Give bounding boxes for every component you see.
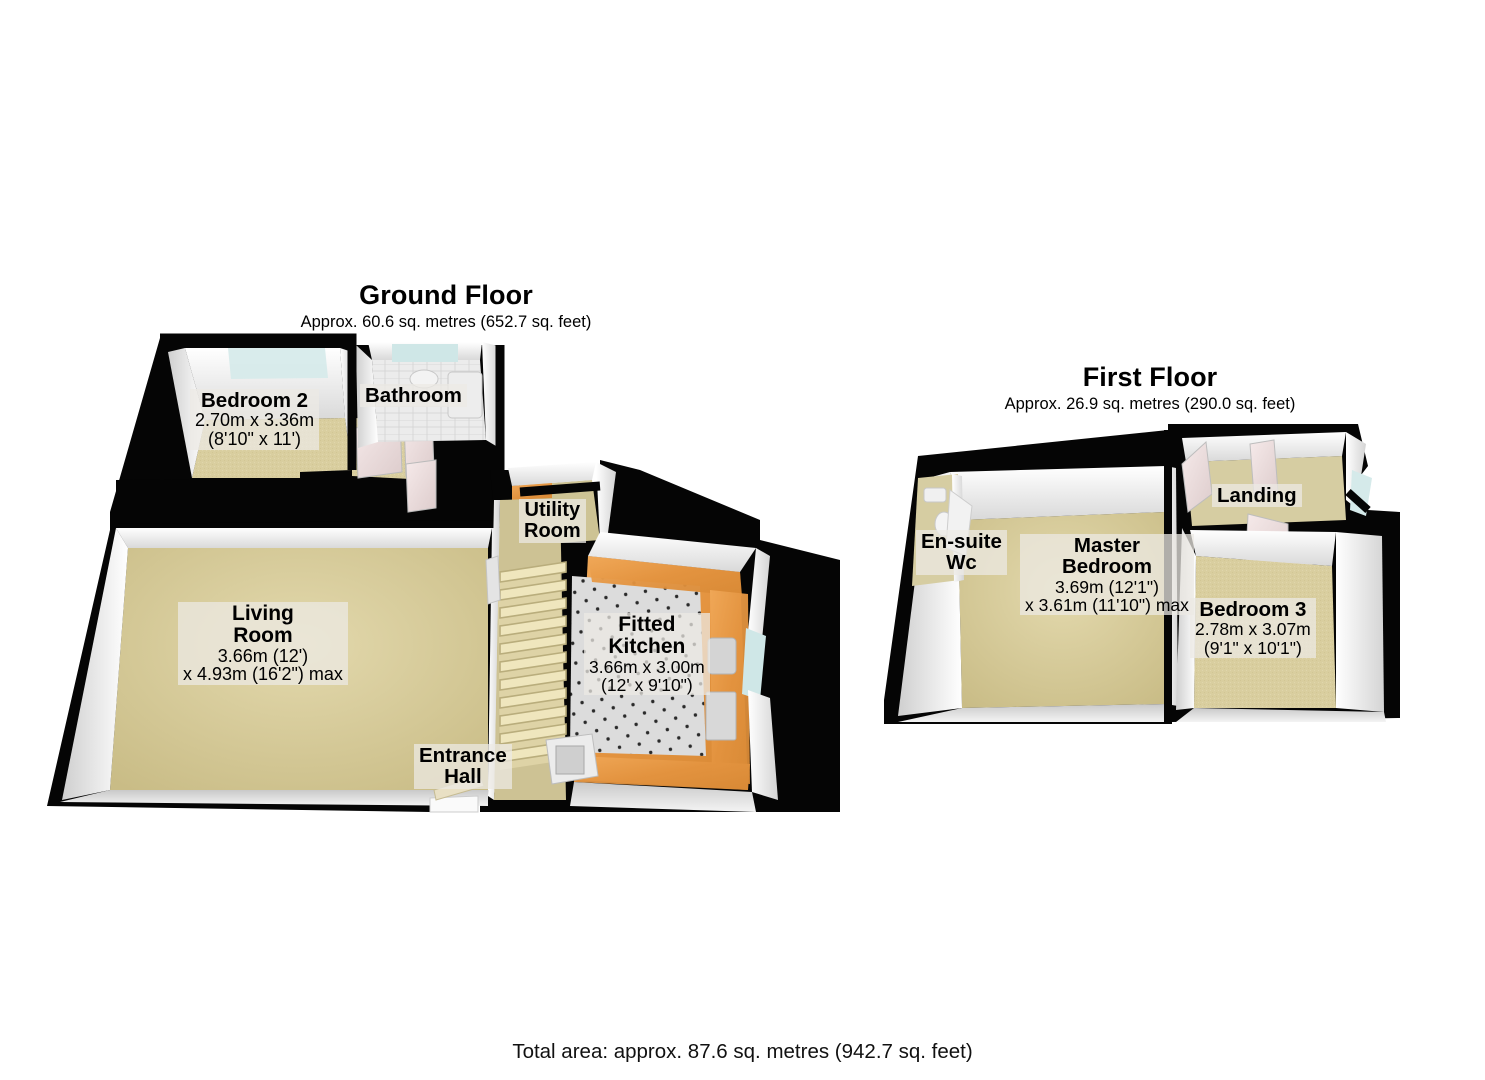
hall-door-3: [405, 459, 437, 513]
utility-room-north-wall: [508, 462, 596, 486]
kitchen-north-wall: [588, 532, 756, 572]
bathroom-bath-icon: [447, 371, 483, 419]
bedroom3-south-wall: [1176, 708, 1386, 722]
ground-floor-area: Approx. 60.6 sq. metres (652.7 sq. feet): [300, 313, 592, 331]
living-room-north-wall: [116, 528, 492, 548]
first-floor-title: First Floor: [1082, 362, 1218, 392]
bedroom3-floor: [1194, 556, 1336, 708]
kitchen-east-wall-lower: [748, 690, 778, 800]
ground-floor-heading: Ground Floor Approx. 60.6 sq. metres (65…: [236, 280, 656, 333]
living-room-south-wall: [60, 790, 488, 806]
bedroom3-north-wall: [1190, 530, 1336, 566]
bathroom-basin-icon: [409, 369, 439, 389]
ground-floor-title: Ground Floor: [359, 280, 533, 310]
master-bedroom-north-wall: [950, 466, 1166, 520]
kitchen-window-glass: [742, 628, 766, 700]
entrance-door: [429, 795, 479, 813]
utility-room-east-wall: [596, 462, 616, 548]
landing-door-2: [1249, 439, 1279, 497]
kitchen-counter-bottom: [574, 756, 750, 790]
master-bedroom-south-wall: [898, 704, 1168, 722]
living-room-floor: [110, 548, 488, 790]
kitchen-counter-top: [588, 556, 742, 596]
kitchen-sink-icon: [707, 637, 737, 675]
stair-rail: [485, 555, 501, 605]
kitchen-south-wall: [570, 782, 756, 812]
first-floor-area: Approx. 26.9 sq. metres (290.0 sq. feet): [1004, 395, 1296, 413]
kitchen-tile-floor: [570, 576, 706, 756]
landing-east-wall: [1346, 432, 1366, 508]
ensuite-basin-icon: [923, 487, 947, 503]
gf-midwall-band: [116, 470, 495, 524]
kitchen-appliance-panel: [555, 745, 585, 775]
bedroom2-floor: [192, 418, 352, 478]
ground-floor-model: [47, 333, 840, 813]
bedroom3-east-wall: [1336, 532, 1384, 712]
living-room-west-wall: [62, 528, 128, 800]
bathroom-window: [392, 344, 458, 362]
master-bedroom-floor: [958, 512, 1166, 708]
bedroom2-window: [228, 348, 328, 379]
total-area-text: Total area: approx. 87.6 sq. metres (942…: [512, 1040, 973, 1063]
gf-wall-accent: [160, 333, 601, 497]
bathroom-east-wall: [482, 342, 498, 446]
first-floor-model: [884, 424, 1400, 724]
first-floor-heading: First Floor Approx. 26.9 sq. metres (290…: [940, 362, 1360, 415]
kitchen-hob-icon: [705, 691, 737, 741]
kitchen-east-wall-upper: [748, 548, 770, 640]
